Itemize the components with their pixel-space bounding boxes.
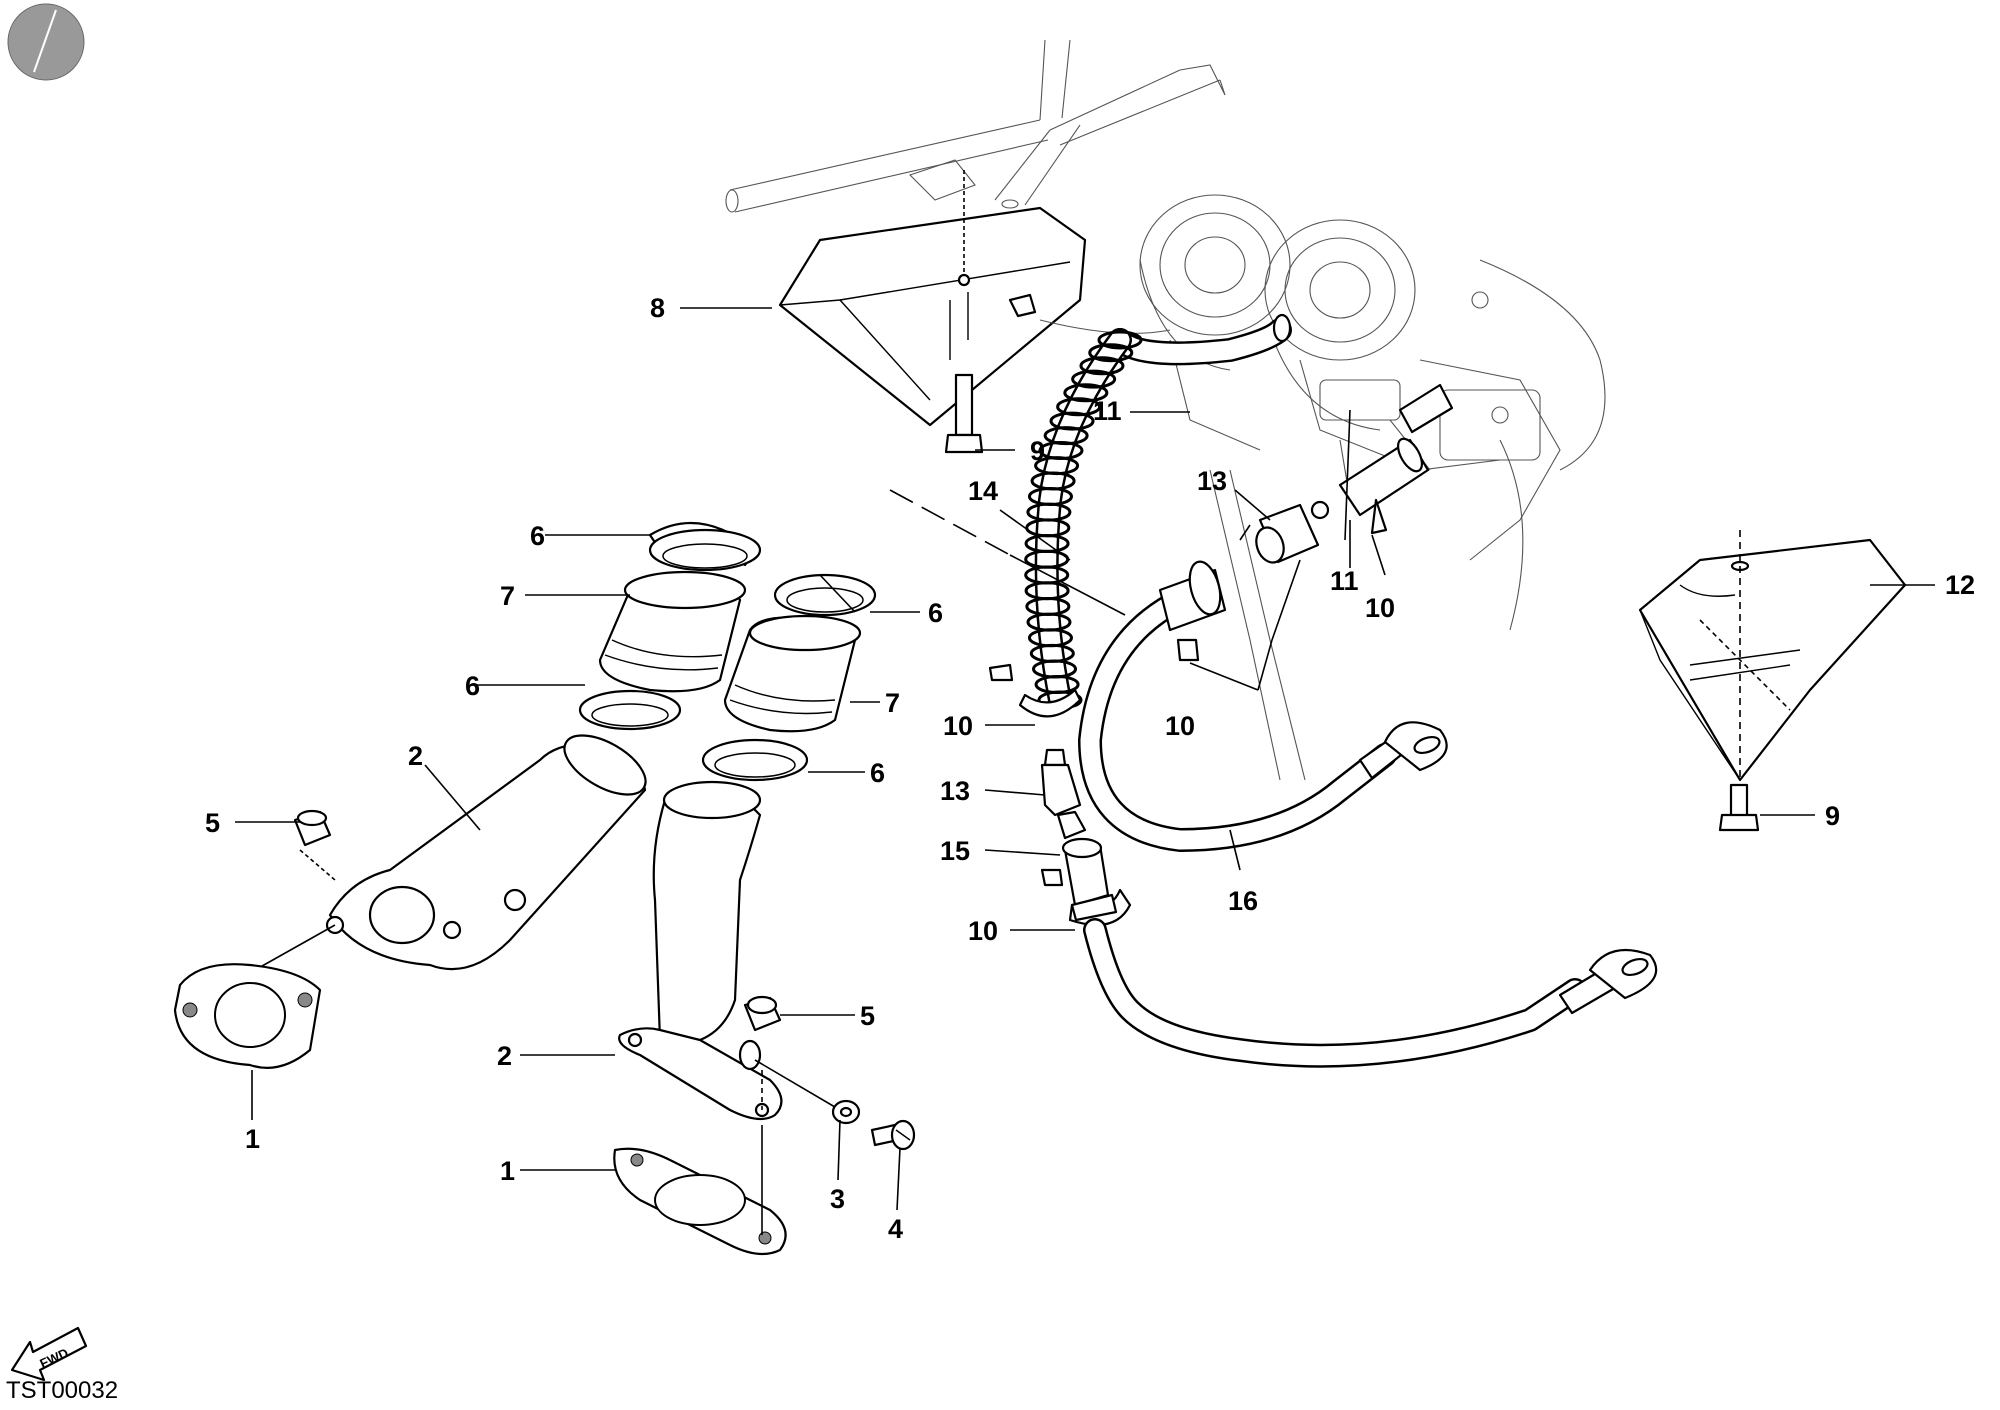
clamp-6-upper-left <box>648 521 762 572</box>
side-cover-left <box>778 170 1087 427</box>
hose-11-upper <box>1108 313 1292 366</box>
callout-1: 1 <box>500 1156 515 1186</box>
connector-15 <box>1040 837 1110 907</box>
nut-5-left <box>293 809 332 847</box>
spring-coil <box>1088 343 1134 363</box>
callout-10: 10 <box>1365 593 1395 623</box>
bolt-icon <box>944 373 984 454</box>
callout-13: 13 <box>1197 466 1227 496</box>
stud-leader-lines <box>754 1059 841 1235</box>
vent-valve-icon <box>1255 500 1330 564</box>
connector-13-lower <box>1040 748 1087 840</box>
clamp-6-upper-right <box>773 573 877 617</box>
callout-2: 2 <box>497 1041 512 1071</box>
callout-7: 7 <box>885 688 900 718</box>
callout-10: 10 <box>1165 711 1195 741</box>
hose-clip-icon <box>988 663 1082 718</box>
callout-9: 9 <box>1030 436 1045 466</box>
callout-10: 10 <box>943 711 973 741</box>
callout-8: 8 <box>650 293 665 323</box>
callout-10: 10 <box>968 916 998 946</box>
callout-12: 12 <box>1945 570 1975 600</box>
callout-11: 11 <box>1093 396 1122 426</box>
spring-coil <box>1079 356 1125 376</box>
frame-tubes <box>725 39 1226 213</box>
callout-3: 3 <box>830 1184 845 1214</box>
intake-pipe-right <box>618 780 783 1121</box>
callout-labels: 8 9 11 14 13 11 10 12 6 7 6 6 7 6 2 5 10… <box>205 293 1975 1244</box>
spring-hose <box>1034 328 1132 712</box>
callout-2: 2 <box>408 741 423 771</box>
sleeve-7-right <box>723 614 862 733</box>
callout-7: 7 <box>500 581 515 611</box>
nut-5-right <box>743 995 782 1032</box>
callout-5: 5 <box>205 808 220 838</box>
hose-joint-icon <box>1158 560 1227 662</box>
callout-9: 9 <box>1825 801 1840 831</box>
spring-coil <box>1063 383 1109 403</box>
corner-disc-icon <box>7 3 85 81</box>
bolt-icon <box>1718 783 1760 832</box>
callout-6: 6 <box>465 671 480 701</box>
callout-5: 5 <box>860 1001 875 1031</box>
screw-icon <box>870 1119 916 1151</box>
washer-icon <box>831 1099 861 1125</box>
clamp-6-mid-left <box>578 689 682 731</box>
intake-pipe-left <box>254 734 647 971</box>
carburetor-assembly <box>1039 194 1606 781</box>
callout-1: 1 <box>245 1124 260 1154</box>
leader-lines-upper <box>889 409 1351 691</box>
callout-16: 16 <box>1228 886 1258 916</box>
hose-11-right <box>1338 383 1454 535</box>
side-cover-right <box>1638 530 1907 782</box>
callout-4: 4 <box>888 1214 903 1244</box>
drain-hose <box>1083 918 1658 1068</box>
spring-coil <box>1071 369 1117 389</box>
reference-code: TST00032 <box>6 1377 118 1404</box>
gasket-1-right <box>613 1147 787 1256</box>
callout-14: 14 <box>968 476 998 506</box>
hose-16 <box>1078 588 1448 852</box>
callout-6: 6 <box>870 758 885 788</box>
callout-6: 6 <box>530 521 545 551</box>
callout-15: 15 <box>940 836 970 866</box>
callout-leaders <box>235 307 1935 1211</box>
callout-13: 13 <box>940 776 970 806</box>
spring-coils <box>1024 330 1143 710</box>
fwd-arrow-icon: FWD <box>10 1326 88 1382</box>
clamp-6-mid-right <box>701 738 809 782</box>
callout-6: 6 <box>928 598 943 628</box>
sleeve-7-left <box>598 570 747 693</box>
spring-coil <box>1097 330 1143 350</box>
callout-11: 11 <box>1330 566 1359 596</box>
gasket-1-left <box>173 963 322 1069</box>
